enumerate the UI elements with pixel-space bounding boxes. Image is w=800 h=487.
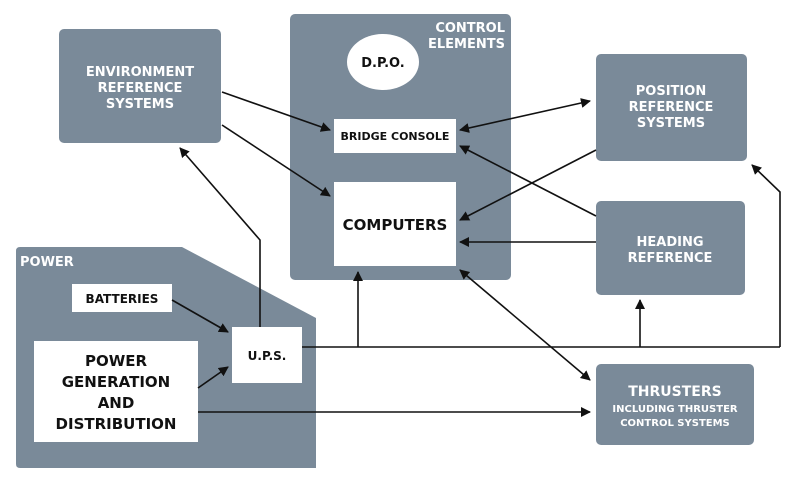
arrow-environment-to-bridge bbox=[221, 91, 331, 132]
bridge-console-box bbox=[334, 119, 456, 153]
power-generation-line1: POWER bbox=[85, 352, 148, 370]
batteries-box bbox=[72, 284, 172, 312]
arrow-position-to-computers bbox=[459, 149, 597, 221]
power-generation-box bbox=[34, 341, 198, 442]
position-line1: POSITION bbox=[636, 84, 706, 99]
heading-line2: REFERENCE bbox=[628, 251, 713, 266]
bridge-console-label: BRIDGE CONSOLE bbox=[341, 130, 450, 143]
dpo-ellipse bbox=[347, 34, 419, 90]
power-generation-line2: GENERATION bbox=[62, 373, 170, 391]
position-line3: SYSTEMS bbox=[637, 116, 705, 131]
computers-box bbox=[334, 182, 456, 266]
power-generation-line3: AND bbox=[98, 394, 135, 412]
arrow-environment-to-computers bbox=[221, 124, 331, 197]
environment-reference-box bbox=[59, 29, 221, 143]
environment-line2: REFERENCE bbox=[98, 81, 183, 96]
thrusters-line2: INCLUDING THRUSTER bbox=[612, 404, 738, 415]
heading-reference-box bbox=[596, 201, 745, 295]
position-line2: REFERENCE bbox=[629, 100, 714, 115]
thrusters-line3: CONTROL SYSTEMS bbox=[620, 418, 730, 429]
ups-box bbox=[232, 327, 302, 383]
arrow-bus-to-position bbox=[751, 164, 781, 347]
heading-line1: HEADING bbox=[637, 235, 704, 250]
ups-label: U.P.S. bbox=[248, 349, 287, 363]
environment-line1: ENVIRONMENT bbox=[86, 65, 194, 80]
batteries-label: BATTERIES bbox=[86, 292, 159, 306]
position-reference-box bbox=[596, 54, 747, 161]
power-generation-line4: DISTRIBUTION bbox=[56, 415, 177, 433]
environment-line3: SYSTEMS bbox=[106, 97, 174, 112]
control-line2: ELEMENTS bbox=[428, 37, 505, 52]
thrusters-line1: THRUSTERS bbox=[628, 384, 721, 400]
control-line1: CONTROL bbox=[435, 21, 505, 36]
arrow-ups-to-environment bbox=[179, 147, 261, 327]
arrow-power-to-ups bbox=[197, 366, 229, 389]
computers-label: COMPUTERS bbox=[343, 216, 448, 234]
arrow-heading-to-bridge bbox=[459, 145, 597, 217]
arrow-batteries-to-ups bbox=[171, 299, 229, 333]
arrow-computers-thrusters-bidirectional bbox=[459, 269, 591, 381]
power-group-title: POWER bbox=[20, 255, 74, 270]
thrusters-box bbox=[596, 364, 754, 445]
dpo-label: D.P.O. bbox=[361, 56, 405, 71]
arrow-bridge-position-bidirectional bbox=[459, 98, 591, 133]
